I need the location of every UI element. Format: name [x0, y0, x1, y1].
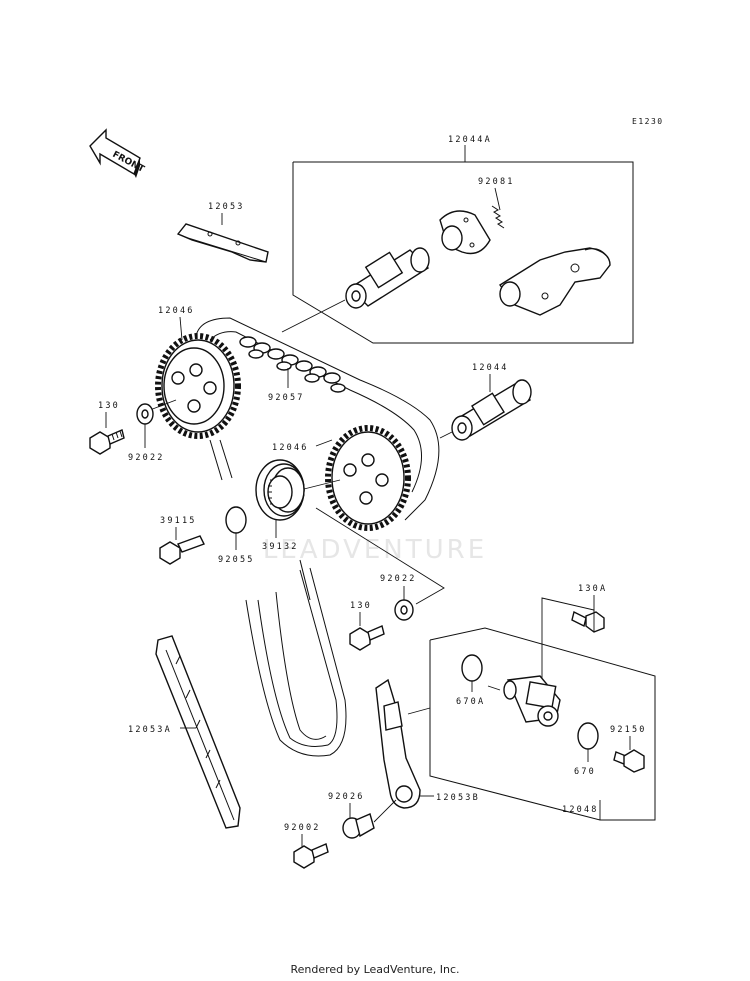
tensioner-box-12048 — [407, 627, 656, 821]
decomp-arm — [498, 247, 611, 316]
label-12048: 12048 — [562, 805, 599, 815]
diagram-ref-code: E1230 — [632, 117, 664, 126]
label-92150: 92150 — [610, 725, 647, 735]
chain-guide-12053: 12053 — [176, 202, 269, 263]
collar-92026: 92026 — [328, 792, 397, 839]
oring-670A: 670A — [456, 654, 485, 707]
label-92022-left: 92022 — [128, 453, 165, 463]
bolt-92150: 92150 — [610, 725, 647, 773]
bolt-130A: 130A — [541, 584, 607, 690]
label-12053: 12053 — [208, 202, 245, 212]
tensioner-body — [487, 675, 561, 727]
bolt-130-mid: 130 — [349, 601, 385, 651]
label-12046-upper: 12046 — [158, 306, 195, 316]
watermark: LEADVENTURE — [263, 535, 487, 565]
oring-92055: 92055 — [218, 506, 255, 565]
assembly-box-12044A: 12044A — [292, 135, 634, 344]
label-92081: 92081 — [478, 177, 515, 187]
camshaft-12044A — [345, 247, 430, 309]
spring-92081: 92081 — [478, 177, 515, 229]
chain-guide-12053A: 12053A — [128, 635, 241, 829]
cam-chain-92057: 92057 — [195, 317, 440, 757]
label-92022-mid: 92022 — [380, 574, 417, 584]
label-670A: 670A — [456, 697, 485, 707]
label-92002: 92002 — [284, 823, 321, 833]
label-130-left: 130 — [98, 401, 120, 411]
label-12046-lower: 12046 — [272, 443, 309, 453]
label-12044A: 12044A — [448, 135, 492, 145]
bolt-130-left: 130 — [89, 401, 125, 455]
footer-credit: Rendered by LeadVenture, Inc. — [290, 963, 460, 976]
front-arrow-icon: FRONT — [89, 128, 146, 178]
label-12053B: 12053B — [436, 793, 480, 803]
bolt-92002: 92002 — [284, 823, 329, 869]
watermark-text: LEADVENTURE — [263, 535, 487, 565]
label-670: 670 — [574, 767, 596, 777]
label-130A: 130A — [578, 584, 607, 594]
chain-links — [239, 336, 346, 393]
sprocket-12046-upper: 12046 — [149, 306, 241, 439]
oring-670: 670 — [574, 722, 599, 777]
label-130-mid: 130 — [350, 601, 372, 611]
washer-92022-left: 92022 — [128, 403, 165, 463]
label-39132: 39132 — [262, 542, 299, 552]
camshaft-12044: 12044 — [439, 363, 532, 441]
label-92026: 92026 — [328, 792, 365, 802]
sprocket-39132: 39132 — [255, 459, 305, 552]
label-92055: 92055 — [218, 555, 255, 565]
label-92057: 92057 — [268, 393, 305, 403]
sprocket-12046-lower: 12046 — [272, 425, 411, 531]
chain-guide-12053B: 12053B — [375, 678, 480, 809]
label-12044: 12044 — [472, 363, 509, 373]
label-39115: 39115 — [160, 516, 197, 526]
decomp-plate — [439, 210, 491, 255]
leader-box-cam — [281, 299, 346, 333]
label-12053A: 12053A — [128, 725, 172, 735]
washer-92022-mid: 92022 — [315, 507, 445, 621]
bolt-39115: 39115 — [159, 516, 205, 565]
